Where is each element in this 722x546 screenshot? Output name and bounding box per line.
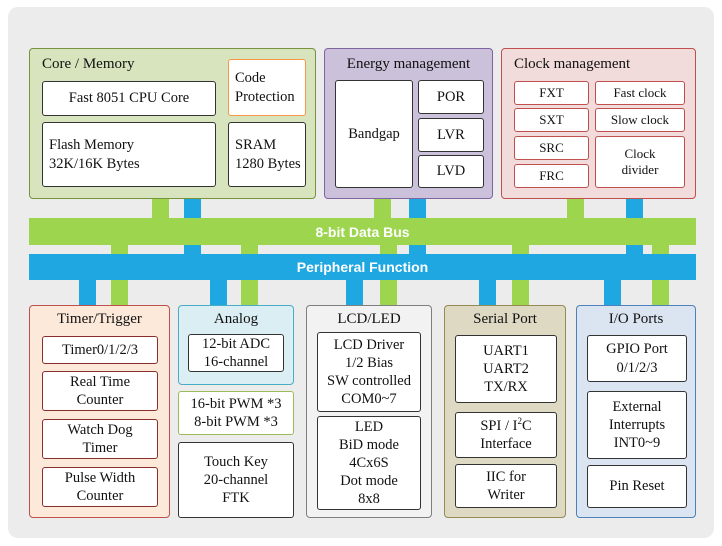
fast-clock-box: Fast clock — [595, 81, 685, 105]
lcd-led-group: LCD/LED LCD Driver 1/2 Bias SW controlle… — [306, 305, 432, 518]
data-bus: 8-bit Data Bus — [29, 218, 696, 245]
sram-box: SRAM 1280 Bytes — [228, 122, 306, 187]
touch-key-box: Touch Key 20-channel FTK — [178, 442, 294, 518]
connector-energy-data-bus — [374, 199, 391, 218]
real-time-counter-box: Real Time Counter — [42, 371, 158, 411]
timer-trigger-title: Timer/Trigger — [57, 311, 142, 327]
watchdog-timer-box: Watch Dog Timer — [42, 419, 158, 459]
data-bus-label: 8-bit Data Bus — [315, 223, 410, 240]
clock-management-title: Clock management — [514, 56, 631, 72]
clock-management-group: Clock management FXT SXT SRC FRC Fast cl… — [501, 48, 696, 199]
flash-memory-box: Flash Memory 32K/16K Bytes — [42, 122, 216, 187]
code-protection-box: Code Protection — [228, 59, 306, 116]
external-interrupts-box: External Interrupts INT0~9 — [587, 391, 687, 459]
energy-management-group: Energy management Bandgap POR LVR LVD — [324, 48, 493, 199]
energy-management-title: Energy management — [346, 56, 471, 72]
cpu-core-box: Fast 8051 CPU Core — [42, 81, 216, 116]
adc-box: 12-bit ADC 16-channel — [188, 334, 284, 372]
led-box: LED BiD mode 4Cx6S Dot mode 8x8 — [317, 416, 421, 510]
io-ports-group: I/O Ports GPIO Port 0/1/2/3 External Int… — [576, 305, 696, 518]
connector-timer-peripheral — [79, 280, 96, 305]
analog-group: Analog 12-bit ADC 16-channel — [178, 305, 294, 385]
connector-clock-data-bus — [567, 199, 584, 218]
pulse-width-counter-box: Pulse Width Counter — [42, 467, 158, 507]
peripheral-bus: Peripheral Function — [29, 254, 696, 280]
por-box: POR — [418, 80, 484, 114]
lvd-box: LVD — [418, 155, 484, 188]
slow-clock-box: Slow clock — [595, 108, 685, 132]
lcd-driver-box: LCD Driver 1/2 Bias SW controlled COM0~7 — [317, 332, 421, 412]
sxt-box: SXT — [514, 108, 589, 132]
pwm-box: 16-bit PWM *3 8-bit PWM *3 — [178, 391, 294, 435]
analog-title: Analog — [213, 311, 259, 327]
uart-box: UART1 UART2 TX/RX — [455, 335, 557, 403]
bandgap-box: Bandgap — [335, 80, 413, 188]
clock-divider-box: Clock divider — [595, 136, 685, 188]
peripheral-bus-label: Peripheral Function — [296, 259, 429, 275]
core-memory-title: Core / Memory — [42, 56, 135, 72]
pin-reset-box: Pin Reset — [587, 465, 687, 508]
iic-writer-box: IIC for Writer — [455, 464, 557, 508]
connector-io-peripheral — [604, 280, 621, 305]
timer0123-box: Timer0/1/2/3 — [42, 336, 158, 364]
lcd-led-title: LCD/LED — [337, 311, 401, 327]
timer-trigger-group: Timer/Trigger Timer0/1/2/3 Real Time Cou… — [29, 305, 170, 518]
fxt-box: FXT — [514, 81, 589, 105]
frc-box: FRC — [514, 164, 589, 188]
serial-port-title: Serial Port — [473, 311, 537, 327]
io-ports-title: I/O Ports — [608, 311, 664, 327]
src-box: SRC — [514, 136, 589, 160]
gpio-port-box: GPIO Port 0/1/2/3 — [587, 335, 687, 382]
connector-core-data-bus — [152, 199, 169, 218]
connector-lcd-peripheral — [346, 280, 363, 305]
lvr-box: LVR — [418, 118, 484, 152]
core-memory-group: Core / Memory Fast 8051 CPU Core Code Pr… — [29, 48, 316, 199]
connector-analog-peripheral — [210, 280, 227, 305]
connector-serial-peripheral — [479, 280, 496, 305]
